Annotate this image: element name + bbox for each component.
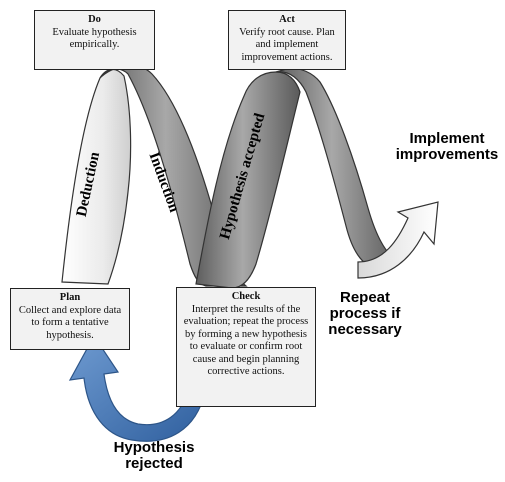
- do-body: Evaluate hypothesis empirically.: [52, 26, 137, 51]
- implement-improvements-label: Implement improvements: [395, 130, 499, 163]
- plan-box: Plan Collect and explore data to form a …: [10, 288, 130, 350]
- repeat-process-label: Repeat process if necessary: [328, 289, 402, 338]
- feedback-arrow: [68, 334, 206, 442]
- do-title: Do: [88, 14, 101, 25]
- plan-body: Collect and explore data to form a tenta…: [18, 304, 122, 341]
- hypothesis-rejected-label: Hypothesis rejected: [113, 439, 195, 472]
- plan-title: Plan: [59, 292, 81, 303]
- hypothesis-accepted-band: [195, 71, 301, 289]
- act-body: Verify root cause. Plan and implement im…: [239, 26, 335, 63]
- do-box: Do Evaluate hypothesis empirically.: [34, 10, 155, 70]
- check-box: Check Interpret the results of the evalu…: [176, 287, 316, 407]
- act-box: Act Verify root cause. Plan and implemen…: [228, 10, 346, 70]
- deduction-band: [61, 68, 132, 285]
- check-title: Check: [231, 291, 261, 302]
- exit-arrow: [357, 201, 439, 279]
- check-body: Interpret the results of the evaluation;…: [183, 303, 309, 378]
- act-title: Act: [279, 14, 295, 25]
